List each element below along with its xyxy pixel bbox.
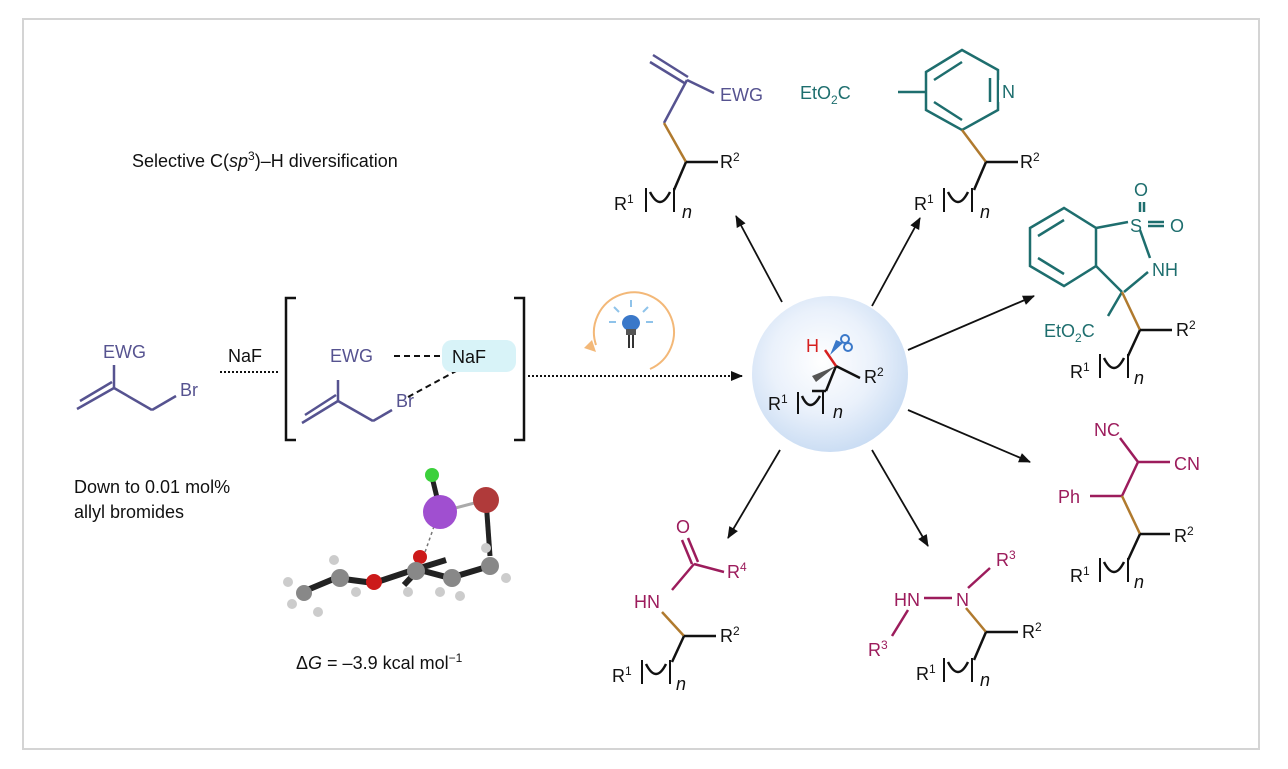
wedge-bond — [812, 366, 836, 382]
bracket-right — [514, 296, 526, 442]
arrow-to-saccharin — [907, 295, 1035, 351]
hydrazine-n-label: n — [980, 670, 990, 690]
amide-r2: R2 — [720, 624, 740, 646]
center-chain — [800, 395, 822, 407]
amide-o: O — [676, 517, 690, 537]
malononitrile-n: n — [1134, 572, 1144, 592]
saccharin-n: n — [1134, 368, 1144, 388]
arrow-to-malononitrile — [907, 409, 1031, 463]
pyridine-chain — [943, 129, 1018, 212]
pyridine-n: N — [1002, 82, 1015, 102]
hydrazine-r2: R2 — [1022, 620, 1042, 642]
loading-line-1: Down to 0.01 mol% — [74, 477, 230, 497]
saccharin-s: S — [1130, 216, 1142, 236]
malononitrile-nc: NC — [1094, 420, 1120, 440]
hydrazine-n: N — [956, 590, 969, 610]
pyridine-r1: R1 — [914, 192, 934, 214]
saccharin-r2: R2 — [1176, 318, 1196, 340]
hydrazine-r3a: R3 — [996, 548, 1016, 570]
product-allyl — [645, 53, 718, 212]
arrow-to-allyl — [735, 215, 783, 303]
pyridine-n-bg — [999, 80, 1019, 102]
amide-r1: R1 — [612, 664, 632, 686]
center-n: n — [833, 402, 843, 422]
arrow-to-hydrazine — [871, 449, 929, 547]
product-saccharin — [1028, 202, 1164, 317]
saccharin-chain — [1099, 291, 1172, 378]
allyl-ewg: EWG — [720, 85, 763, 105]
malononitrile-r2: R2 — [1174, 524, 1194, 546]
reagent-ewg: EWG — [103, 342, 146, 362]
hydrazine-r3b: R3 — [868, 638, 888, 660]
allyl-n: n — [682, 202, 692, 222]
scissors-icon — [830, 334, 853, 355]
pyridine-ester: EtO2C — [800, 83, 851, 107]
ch-bond — [823, 349, 838, 367]
amide-r4: R4 — [727, 560, 747, 582]
arrow-to-pyridine — [871, 217, 921, 307]
saccharin-r1: R1 — [1070, 360, 1090, 382]
transition-state-model — [283, 468, 511, 617]
pyridine-r2: R2 — [1020, 150, 1040, 172]
malononitrile-cn: CN — [1174, 454, 1200, 474]
allyl-bromide — [76, 365, 177, 412]
complex-ewg: EWG — [330, 346, 373, 366]
center-r1: R1 — [768, 392, 788, 414]
lamp-icon — [609, 300, 653, 348]
malononitrile-r1: R1 — [1070, 564, 1090, 586]
allyl-r1: R1 — [614, 192, 634, 214]
allyl-r2: R2 — [720, 150, 740, 172]
delta-g: ΔG = –3.9 kcal mol−1 — [296, 651, 463, 673]
center-r2: R2 — [864, 365, 884, 387]
reagent-br: Br — [180, 380, 198, 400]
arrow-to-amide — [727, 449, 781, 539]
figure-frame — [22, 18, 1260, 750]
loading-line-2: allyl bromides — [74, 502, 184, 522]
product-malononitrile — [1090, 437, 1170, 582]
interaction-dash-2 — [407, 369, 459, 398]
central-substrate — [812, 364, 861, 393]
complex-naf: NaF — [452, 347, 486, 367]
malononitrile-ph: Ph — [1058, 487, 1080, 507]
naf-label: NaF — [228, 346, 262, 366]
naf-highlight — [442, 340, 516, 372]
saccharin-ester: EtO2C — [1044, 321, 1095, 345]
saccharin-o1: O — [1134, 180, 1148, 200]
bracket-left — [284, 296, 296, 442]
complex-allyl — [301, 380, 393, 425]
product-amide — [641, 537, 725, 684]
light-cycle-icon — [584, 291, 675, 370]
hydrazine-hn: HN — [894, 590, 920, 610]
amide-n: n — [676, 674, 686, 694]
product-hydrazine — [890, 567, 1018, 682]
saccharin-nh: NH — [1152, 260, 1178, 280]
central-sphere — [752, 296, 908, 452]
hydrazine-r1: R1 — [916, 662, 936, 684]
title: Selective C(sp3)–H diversification — [132, 149, 398, 171]
pyridine-n-label: n — [980, 202, 990, 222]
complex-br: Br — [396, 391, 414, 411]
center-h: H — [806, 336, 819, 356]
saccharin-o2: O — [1170, 216, 1184, 236]
product-pyridine — [898, 48, 1000, 132]
amide-hn: HN — [634, 592, 660, 612]
